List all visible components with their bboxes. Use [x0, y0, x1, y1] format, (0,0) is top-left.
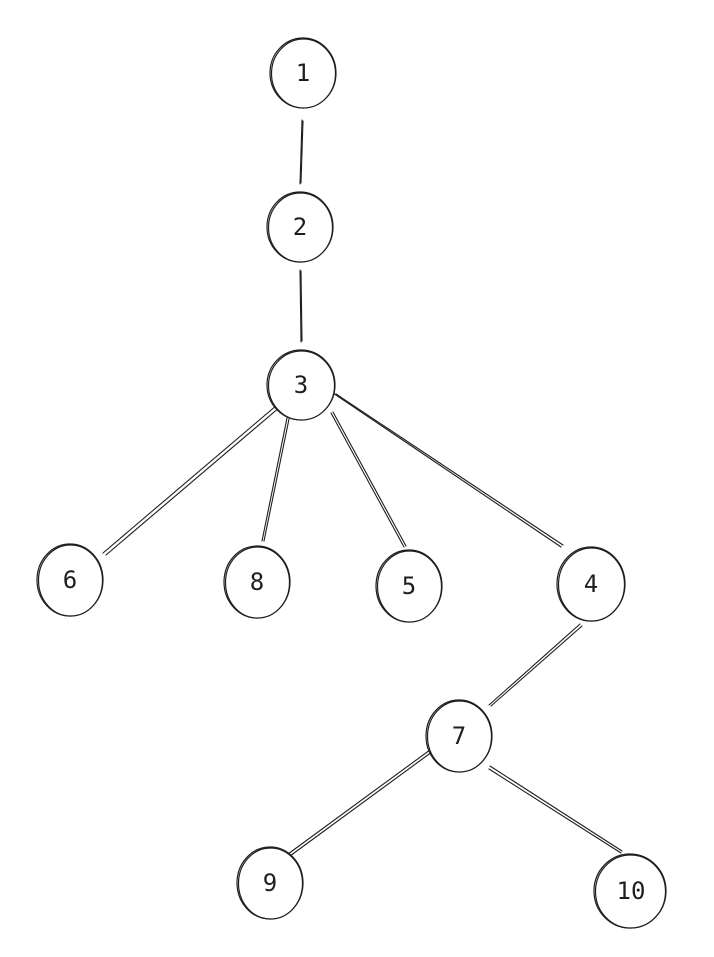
- node-10-label: 10: [617, 877, 646, 905]
- edge-4-7: [488, 623, 583, 707]
- node-4-label: 4: [584, 570, 598, 598]
- node-2: 2: [266, 191, 334, 263]
- edge-3-4: [332, 392, 564, 548]
- node-8-label: 8: [250, 568, 264, 596]
- node-8: 8: [223, 545, 291, 619]
- edge-1-2: [299, 119, 304, 185]
- node-9: 9: [236, 846, 304, 920]
- node-7-label: 7: [452, 722, 466, 750]
- node-3-label: 3: [294, 371, 308, 399]
- node-6-label: 6: [63, 566, 77, 594]
- edge-7-9: [287, 746, 437, 857]
- edge-2-3: [299, 269, 303, 343]
- edge-3-8: [261, 417, 290, 542]
- node-1-label: 1: [296, 59, 310, 87]
- node-3: 3: [266, 349, 336, 421]
- edge-3-5: [330, 411, 407, 548]
- edge-3-6: [102, 404, 281, 556]
- node-1: 1: [269, 37, 337, 109]
- node-7: 7: [425, 699, 493, 773]
- node-10: 10: [593, 853, 667, 929]
- node-9-label: 9: [263, 869, 277, 897]
- nodes: 1 2 3 6 8 5 4: [36, 37, 667, 929]
- node-5: 5: [375, 549, 443, 623]
- node-4: 4: [556, 546, 626, 622]
- node-2-label: 2: [293, 213, 307, 241]
- edges: [102, 119, 623, 857]
- edge-7-10: [488, 765, 623, 854]
- node-6: 6: [36, 543, 104, 617]
- node-5-label: 5: [402, 572, 416, 600]
